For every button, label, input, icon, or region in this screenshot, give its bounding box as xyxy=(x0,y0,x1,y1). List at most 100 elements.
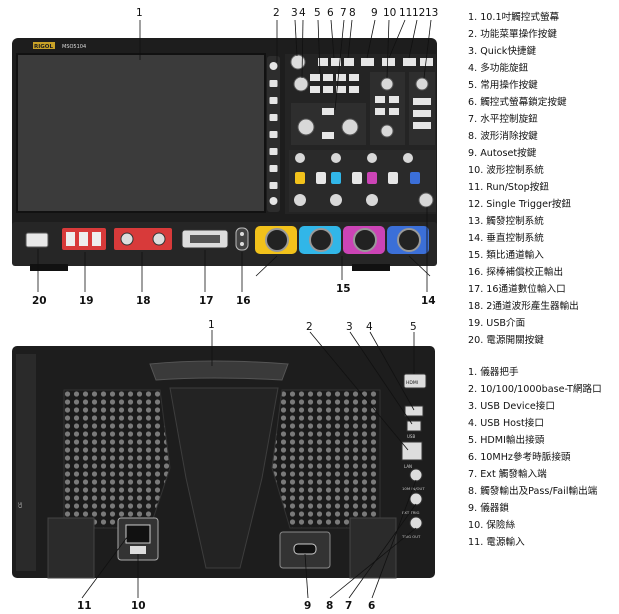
vertical-position-knob-2[interactable] xyxy=(331,153,341,163)
hdmi-port[interactable] xyxy=(403,373,427,389)
ch2-key[interactable] xyxy=(331,172,341,184)
rear-callout-lines xyxy=(81,330,417,599)
ch4-input[interactable] xyxy=(397,228,421,252)
ch2-input[interactable] xyxy=(309,228,333,252)
touch-screen[interactable] xyxy=(16,53,266,213)
menu-key-9[interactable] xyxy=(269,197,278,205)
rear-callout-7: 7 xyxy=(345,600,352,612)
multifunction-knob[interactable] xyxy=(293,76,309,92)
front-foot-right xyxy=(352,264,390,271)
legend-item: 6. 10MHz參考時脈接頭 xyxy=(468,452,571,463)
legend-item: 2. 功能菜單操作按鍵 xyxy=(468,29,557,40)
legend-item: 15. 類比通道輸入 xyxy=(468,250,544,261)
waveform-key[interactable] xyxy=(389,108,399,115)
usb-port[interactable] xyxy=(92,232,101,246)
lan-port-label: LAN xyxy=(404,464,412,469)
menu-key-2[interactable] xyxy=(269,80,278,87)
waveform-key[interactable] xyxy=(375,108,385,115)
menu-key-6[interactable] xyxy=(269,148,278,155)
trigger-key[interactable] xyxy=(413,110,431,117)
menu-key-3[interactable] xyxy=(269,97,278,104)
common-key[interactable] xyxy=(323,86,333,93)
ch3-input[interactable] xyxy=(353,228,377,252)
vertical-scale-knob-1[interactable] xyxy=(294,194,306,206)
usb-port[interactable] xyxy=(66,232,75,246)
ch1-input[interactable] xyxy=(265,228,289,252)
autoset-key[interactable] xyxy=(361,58,374,66)
vertical-position-knob-1[interactable] xyxy=(295,153,305,163)
trigger-key[interactable] xyxy=(420,58,433,66)
menu-key-4[interactable] xyxy=(269,114,278,121)
usb-device-port[interactable] xyxy=(406,420,422,432)
quick-key[interactable] xyxy=(290,54,306,70)
ch4-key[interactable] xyxy=(410,172,420,184)
front-callout-4: 4 xyxy=(299,7,306,19)
ref-clock-label: 10M IN/OUT xyxy=(402,486,425,491)
wavegen-output-2[interactable] xyxy=(152,232,166,246)
waveform-knob[interactable] xyxy=(380,77,394,91)
run-stop-key[interactable] xyxy=(382,58,395,66)
vertical-scale-knob-3[interactable] xyxy=(366,194,378,206)
usb-host-port[interactable] xyxy=(404,405,424,417)
common-key[interactable] xyxy=(336,74,346,81)
probe-comp-output[interactable] xyxy=(235,227,249,251)
vertical-scale-knob-2[interactable] xyxy=(330,194,342,206)
ch1-key[interactable] xyxy=(295,172,305,184)
la-key[interactable] xyxy=(388,172,398,184)
waveform-key[interactable] xyxy=(375,96,385,103)
front-panel-legend: 1. 10.1吋觸控式螢幕 2. 功能菜單操作按鍵 3. Quick快捷鍵 4.… xyxy=(468,9,579,349)
trig-out-bnc[interactable] xyxy=(409,516,423,530)
horizontal-key[interactable] xyxy=(322,132,334,139)
horizontal-key[interactable] xyxy=(322,108,334,115)
rear-callout-10: 10 xyxy=(131,600,146,612)
trigger-key[interactable] xyxy=(413,122,431,129)
ext-trig-bnc[interactable] xyxy=(409,492,423,506)
common-key[interactable] xyxy=(349,86,359,93)
common-key[interactable] xyxy=(310,86,320,93)
usb-port[interactable] xyxy=(79,232,88,246)
common-key[interactable] xyxy=(349,74,359,81)
rear-callout-5: 5 xyxy=(410,321,417,333)
security-lock[interactable] xyxy=(293,543,317,555)
ref-key[interactable] xyxy=(352,172,362,184)
horizontal-scale-knob[interactable] xyxy=(341,118,359,136)
legend-item: 12. Single Trigger按鈕 xyxy=(468,199,572,210)
wavegen-output-1[interactable] xyxy=(120,232,134,246)
waveform-key[interactable] xyxy=(389,96,399,103)
fuse[interactable] xyxy=(130,546,146,554)
trigger-key[interactable] xyxy=(413,98,431,105)
single-key[interactable] xyxy=(403,58,416,66)
ref-clock-bnc[interactable] xyxy=(409,468,423,482)
waveform-knob-2[interactable] xyxy=(380,124,394,138)
touch-lock-key[interactable] xyxy=(331,58,341,66)
common-key[interactable] xyxy=(336,86,346,93)
wavegen-outputs xyxy=(114,228,172,250)
common-key-a[interactable] xyxy=(318,58,328,66)
front-callout-lines xyxy=(37,19,432,292)
common-key[interactable] xyxy=(323,74,333,81)
vertical-position-knob-4[interactable] xyxy=(403,153,413,163)
trigger-level-knob[interactable] xyxy=(415,77,429,91)
menu-key-1[interactable] xyxy=(269,62,278,70)
trig-out-label: TRIG OUT xyxy=(401,534,421,539)
legend-item: 5. HDMI輸出接頭 xyxy=(468,435,545,446)
power-button[interactable] xyxy=(25,232,49,248)
vertical-scale-knob-4[interactable] xyxy=(418,192,434,208)
clear-key[interactable] xyxy=(344,58,354,66)
front-callout-14: 14 xyxy=(421,295,436,307)
math-key[interactable] xyxy=(316,172,326,184)
front-callout-5: 5 xyxy=(314,7,321,19)
rear-foot-left xyxy=(47,517,95,579)
ch3-key[interactable] xyxy=(367,172,377,184)
brand-text: RIGOL xyxy=(34,44,53,50)
power-input[interactable] xyxy=(125,524,151,544)
lan-port[interactable] xyxy=(401,441,423,461)
instrument-handle xyxy=(149,360,289,381)
menu-key-5[interactable] xyxy=(269,131,278,138)
menu-key-8[interactable] xyxy=(269,182,278,189)
horizontal-position-knob[interactable] xyxy=(297,118,315,136)
rear-callout-4: 4 xyxy=(366,321,373,333)
menu-key-7[interactable] xyxy=(269,165,278,172)
vertical-position-knob-3[interactable] xyxy=(367,153,377,163)
common-key[interactable] xyxy=(310,74,320,81)
